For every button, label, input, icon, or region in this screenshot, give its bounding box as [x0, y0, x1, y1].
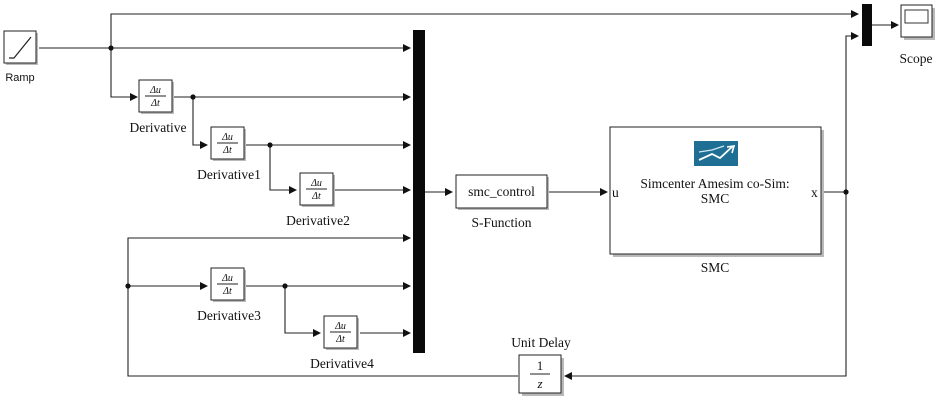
derivative-den: Δt: [150, 98, 160, 109]
ramp-icon: [9, 36, 32, 59]
scope-screen-icon: [904, 9, 929, 24]
derivative2-den: Δt: [311, 191, 321, 202]
line-ramp-to-scope-mux[interactable]: [110, 10, 859, 48]
line-derivative1-to-derivative2[interactable]: [269, 145, 297, 194]
sfunction-label: S-Function: [471, 215, 531, 230]
smc-port-in: u: [612, 185, 619, 200]
line-ramp-to-derivative[interactable]: [110, 48, 138, 101]
mux-block[interactable]: [413, 30, 425, 353]
derivative3-label: Derivative3: [197, 308, 261, 323]
signal-lines: [39, 10, 899, 380]
derivative4-den: Δt: [335, 334, 345, 345]
junction-dot: [267, 142, 273, 148]
ramp-block[interactable]: Ramp: [3, 30, 38, 84]
derivative2-block[interactable]: Δu Δt Derivative2: [286, 172, 350, 228]
ramp-label: Ramp: [5, 72, 34, 84]
line-smc-to-scope-mux[interactable]: [845, 32, 859, 192]
smc-port-out: x: [811, 185, 818, 200]
line-unit-delay-to-mux[interactable]: [127, 234, 518, 377]
sfunction-block[interactable]: smc_control S-Function: [455, 174, 549, 230]
derivative-block[interactable]: Δu Δt Derivative: [130, 79, 187, 135]
junction-dot: [125, 283, 131, 289]
smc-title-line1: Simcenter Amesim co-Sim:: [640, 176, 789, 191]
junction-dot: [190, 94, 196, 100]
line-derivative-to-derivative1[interactable]: [192, 97, 208, 149]
derivative3-block[interactable]: Δu Δt Derivative3: [197, 267, 261, 323]
scope-block[interactable]: Scope: [900, 4, 936, 66]
scope-mux-block[interactable]: [862, 4, 872, 46]
derivative-label: Derivative: [130, 120, 187, 135]
derivative-num: Δu: [149, 85, 161, 96]
sfunction-inner: smc_control: [468, 184, 535, 199]
derivative1-num: Δu: [221, 132, 233, 143]
amesim-logo-icon: [694, 141, 738, 166]
unit-delay-label: Unit Delay: [511, 335, 571, 350]
unit-delay-block[interactable]: 1 z Unit Delay: [511, 335, 571, 396]
derivative1-den: Δt: [222, 145, 232, 156]
derivative3-den: Δt: [222, 286, 232, 297]
derivative3-num: Δu: [221, 273, 233, 284]
derivative1-block[interactable]: Δu Δt Derivative1: [197, 126, 261, 182]
scope-label: Scope: [900, 51, 933, 66]
derivative4-num: Δu: [334, 321, 346, 332]
junction-dot: [282, 283, 288, 289]
mux-bar[interactable]: [413, 30, 425, 353]
line-smc-to-unit-delay[interactable]: [564, 192, 847, 380]
derivative1-label: Derivative1: [197, 167, 261, 182]
unit-delay-num: 1: [537, 358, 544, 373]
derivative2-label: Derivative2: [286, 213, 350, 228]
smc-label: SMC: [701, 260, 730, 275]
junction-dots: [108, 45, 849, 289]
derivative4-block[interactable]: Δu Δt Derivative4: [310, 315, 374, 371]
unit-delay-den: z: [536, 376, 542, 391]
line-derivative3-to-derivative4[interactable]: [284, 286, 321, 337]
junction-dot: [108, 45, 114, 51]
smc-block[interactable]: Simcenter Amesim co-Sim: SMC u x SMC: [609, 126, 824, 275]
derivative2-num: Δu: [310, 178, 322, 189]
smc-title-line2: SMC: [701, 191, 730, 206]
scope-mux-bar[interactable]: [862, 4, 872, 46]
derivative4-label: Derivative4: [310, 356, 374, 371]
junction-dot: [843, 189, 849, 195]
